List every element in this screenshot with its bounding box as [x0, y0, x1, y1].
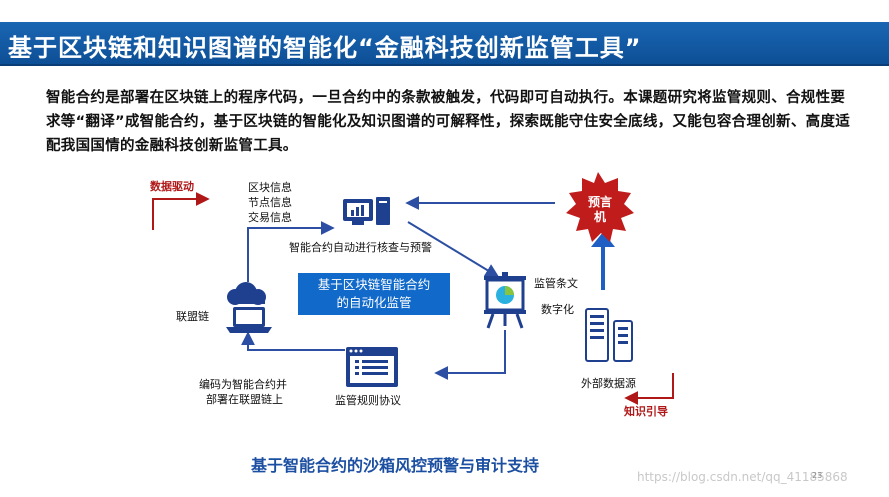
oracle-label-2: 机: [594, 209, 606, 224]
slide-title: 基于区块链和知识图谱的智能化“金融科技创新监管工具”: [8, 34, 642, 62]
server-icon: [585, 308, 633, 362]
data-driven-arrow: [152, 192, 210, 230]
arrow-protocol-to-chain: [241, 331, 345, 351]
info-node: 节点信息: [248, 196, 292, 209]
knowledge-guided-label: 知识引导: [624, 405, 668, 418]
watermark: https://blog.csdn.net/qq_41185868: [637, 470, 848, 484]
arrow-board-to-protocol: [434, 330, 506, 380]
encode-label-1: 编码为智能合约并: [199, 378, 287, 391]
center-box-line1: 基于区块链智能合约: [317, 277, 431, 292]
intro-paragraph: 智能合约是部署在区块链上的程序代码，一旦合约中的条款被触发，代码即可自动执行。本…: [46, 90, 851, 154]
info-transaction: 交易信息: [248, 211, 292, 224]
cloud-laptop-icon: [226, 282, 272, 333]
regulation-digital-label-1: 监管条文: [534, 277, 578, 290]
arrow-external-to-oracle: [591, 232, 615, 290]
presentation-board-icon: [484, 272, 526, 329]
info-block: 区块信息: [248, 181, 292, 194]
center-box-line2: 的自动化监管: [336, 295, 412, 310]
protocol-label: 监管规则协议: [335, 394, 401, 407]
auto-check-label: 智能合约自动进行核查与预警: [289, 241, 432, 254]
alliance-chain-label: 联盟链: [176, 310, 209, 323]
encode-label-2: 部署在联盟链上: [206, 393, 283, 406]
arrow-computer-to-board: [407, 221, 500, 278]
bottom-caption: 基于智能合约的沙箱风控预警与审计支持: [250, 456, 539, 475]
external-source-label: 外部数据源: [581, 377, 636, 390]
title-bar: 基于区块链和知识图谱的智能化“金融科技创新监管工具”: [0, 22, 889, 66]
computer-icon: [343, 197, 390, 225]
protocol-window-icon: [346, 347, 398, 387]
data-driven-label: 数据驱动: [150, 180, 194, 193]
regulation-digital-label-2: 数字化: [541, 303, 574, 316]
oracle-burst-icon: 预言 机: [566, 172, 634, 242]
knowledge-guided-arrow: [624, 373, 674, 405]
center-box: 基于区块链智能合约 的自动化监管: [298, 273, 450, 315]
arrow-chain-to-computer: [247, 221, 335, 282]
oracle-label-1: 预言: [588, 194, 612, 209]
page-number: 23: [812, 471, 823, 480]
